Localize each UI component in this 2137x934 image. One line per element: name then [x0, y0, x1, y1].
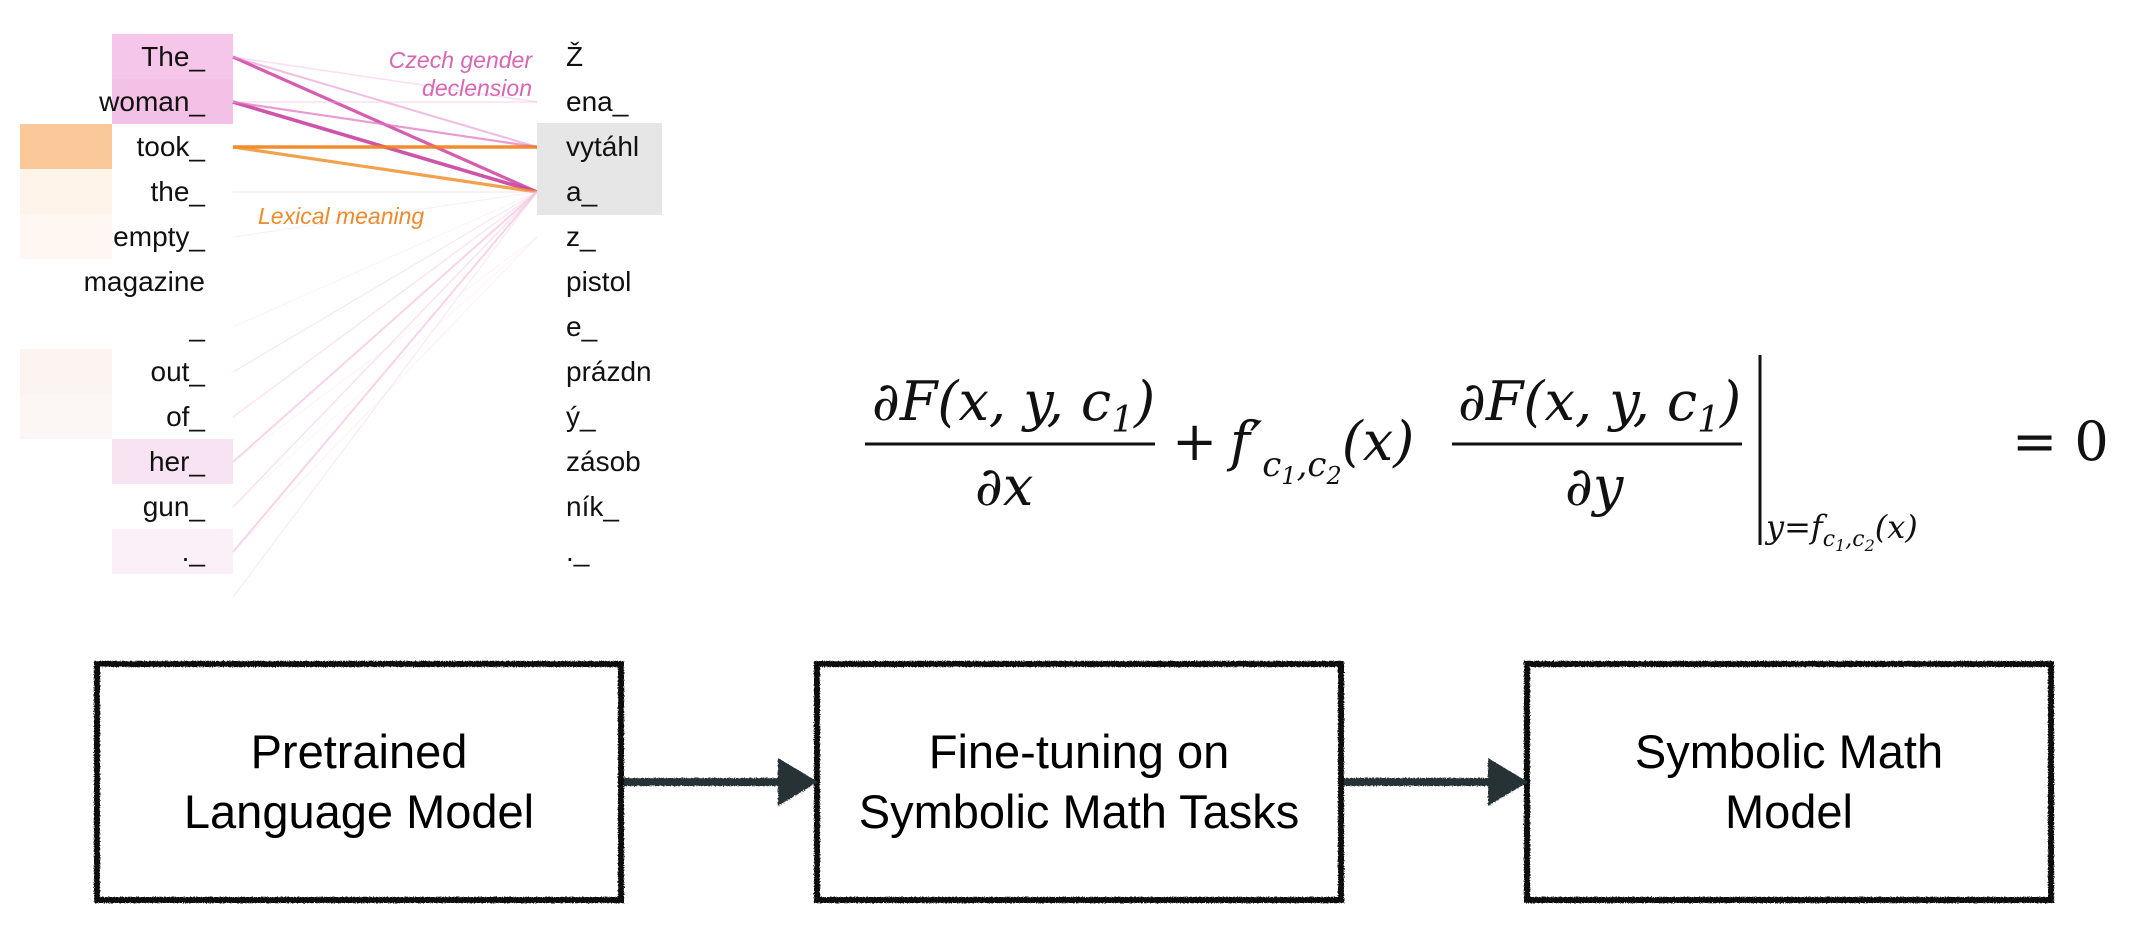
f-prime: f′c1,c2(x)	[1226, 410, 1414, 490]
target-token: vytáhl	[566, 131, 639, 162]
heat-cell	[112, 79, 233, 124]
attention-line	[232, 236, 538, 508]
attention-visualization: The_ woman_ took_ the_ empty_ magazine _ out_of…	[20, 34, 662, 598]
target-token: Ž	[566, 41, 583, 72]
attention-line	[232, 191, 538, 418]
heat-cell	[20, 349, 112, 394]
arrow-2-head	[1488, 758, 1528, 806]
source-token: of_	[166, 401, 205, 432]
target-token: prázdn	[566, 356, 652, 387]
source-heat-cells	[20, 34, 233, 574]
fraction2-denominator: ∂y	[1565, 455, 1625, 518]
source-token: out_	[151, 356, 206, 387]
source-token: her_	[149, 446, 205, 477]
target-token: e_	[566, 311, 598, 342]
equals-zero: = 0	[2012, 410, 2109, 473]
source-token: woman_	[98, 86, 205, 117]
target-token: zásob	[566, 446, 641, 477]
heat-cell	[112, 439, 233, 484]
attention-line	[232, 191, 538, 238]
attention-line	[232, 236, 538, 463]
attention-lines	[232, 55, 538, 598]
heat-cell	[20, 169, 112, 214]
attention-line	[232, 191, 538, 553]
attention-line	[232, 191, 538, 328]
attention-line	[232, 191, 538, 373]
fraction1-numerator: ∂F(x, y, c1)	[872, 370, 1155, 441]
source-token: the_	[151, 176, 206, 207]
lexical-annotation: Lexical meaning	[258, 203, 424, 229]
heat-cell	[20, 124, 112, 169]
target-token: ena_	[566, 86, 629, 117]
attention-line	[232, 191, 538, 463]
target-token: z_	[566, 221, 596, 252]
attention-line	[232, 145, 538, 194]
source-tokens: The_ woman_ took_ the_ empty_ magazine _ out_of…	[84, 41, 206, 567]
source-token: magazine	[84, 266, 205, 297]
evaluation-subscript: y=fc1,c2(x)	[1764, 508, 1918, 555]
target-token: ý_	[566, 401, 596, 432]
target-token: ._	[566, 536, 590, 567]
attention-line	[232, 56, 538, 103]
attention-line	[232, 191, 538, 508]
fraction2-numerator: ∂F(x, y, c1)	[1458, 370, 1741, 441]
attention-line	[232, 100, 538, 149]
source-token: gun_	[143, 491, 206, 522]
attention-line	[232, 56, 538, 148]
fraction1-denominator: ∂x	[975, 455, 1033, 518]
target-highlight	[537, 123, 662, 215]
source-token: took_	[137, 131, 206, 162]
target-token: ník_	[566, 491, 619, 522]
source-token: empty_	[113, 221, 205, 252]
plus-sign: +	[1172, 410, 1217, 473]
heat-cell	[20, 214, 112, 259]
heat-cell	[112, 529, 233, 574]
source-token: ._	[182, 536, 206, 567]
target-token: a_	[566, 176, 598, 207]
heat-cell	[112, 34, 233, 79]
attention-line	[232, 191, 538, 598]
heat-cell	[20, 394, 112, 439]
source-token: _	[188, 311, 205, 342]
target-token: pistol	[566, 266, 631, 297]
equation: ∂F(x, y, c1) ∂x + f′c1,c2(x) ∂F(x, y, c1…	[865, 355, 2109, 555]
gender-annotation-line2: declension	[422, 75, 532, 101]
gender-annotation-line1: Czech gender	[389, 47, 534, 73]
source-token: The_	[141, 41, 205, 72]
arrow-1-head	[778, 758, 818, 806]
